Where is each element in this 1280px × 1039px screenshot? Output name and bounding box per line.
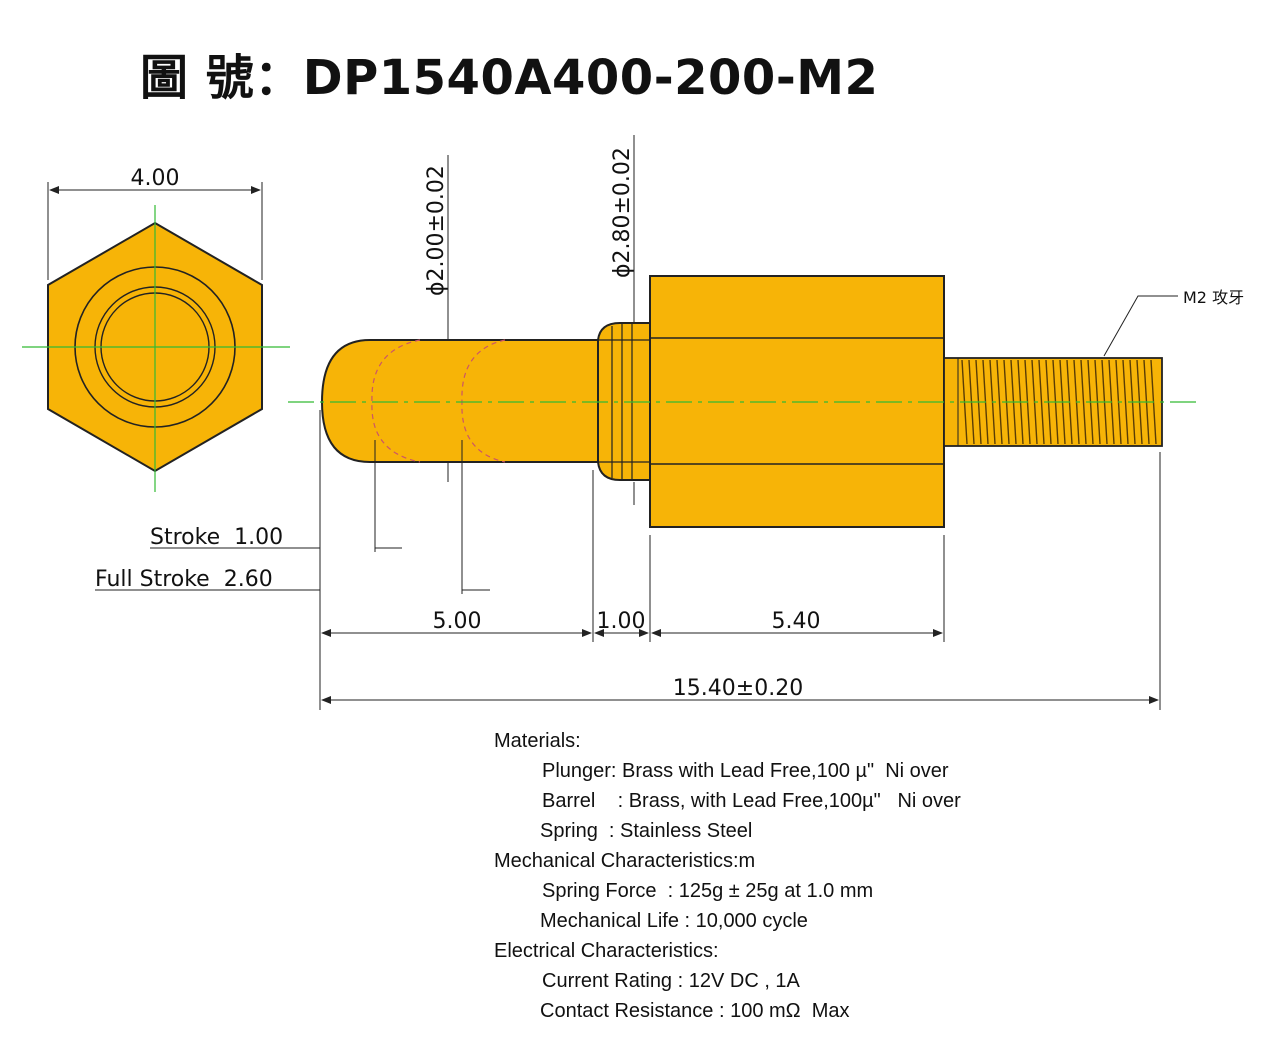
total-length-label: 15.40±0.20 — [673, 676, 803, 701]
thread-note-label: M2 攻牙 — [1183, 288, 1244, 307]
thread-note-leader — [1103, 295, 1178, 357]
spec-line: Mechanical Life : 10,000 cycle — [540, 910, 808, 932]
plunger-body — [320, 339, 599, 463]
spec-heading: Materials: — [494, 730, 581, 752]
drawing-title: 圖 號：DP1540A400-200-M2 — [140, 38, 878, 108]
spec-line: Current Rating : 12V DC , 1A — [542, 970, 800, 992]
spec-line: Barrel : Brass, with Lead Free,100µ" Ni … — [542, 790, 961, 812]
spec-heading: Electrical Characteristics: — [494, 940, 719, 962]
collar-length-label: 1.00 — [597, 609, 646, 634]
barrel-length-label: 5.40 — [772, 609, 821, 634]
full-stroke-label: Full Stroke 2.60 — [95, 567, 273, 592]
spec-line: Plunger: Brass with Lead Free,100 µ" Ni … — [542, 760, 949, 782]
spec-heading: Mechanical Characteristics:m — [494, 850, 756, 872]
part-number: DP1540A400-200-M2 — [302, 50, 879, 106]
plunger-diameter-label: ϕ2.00±0.02 — [424, 165, 449, 296]
side-view: ϕ2.00±0.02 ϕ2.80±0.02 M2 攻牙 Stroke 1.00 … — [95, 135, 1244, 710]
thread-mark — [1080, 359, 1087, 445]
spec-line: Contact Resistance : 100 mΩ Max — [540, 1000, 850, 1022]
collar-diameter-label: ϕ2.80±0.02 — [610, 147, 635, 278]
thread-mark — [1038, 359, 1045, 445]
spec-line: Spring Force : 125g ± 25g at 1.0 mm — [542, 880, 874, 902]
stroke-label: Stroke 1.00 — [150, 525, 283, 550]
spec-line: Spring : Stainless Steel — [540, 820, 753, 842]
thread-mark — [1122, 359, 1129, 445]
title-label: 圖 號 — [140, 50, 255, 106]
hidden-arc-1 — [371, 339, 421, 463]
plunger-length-label: 5.00 — [433, 609, 482, 634]
hex-width-label: 4.00 — [131, 166, 180, 191]
specifications-block: Materials: Plunger: Brass with Lead Free,… — [494, 726, 961, 1026]
title-separator: ： — [254, 50, 303, 106]
end-view: 4.00 — [22, 166, 290, 492]
thread-mark — [996, 359, 1003, 445]
